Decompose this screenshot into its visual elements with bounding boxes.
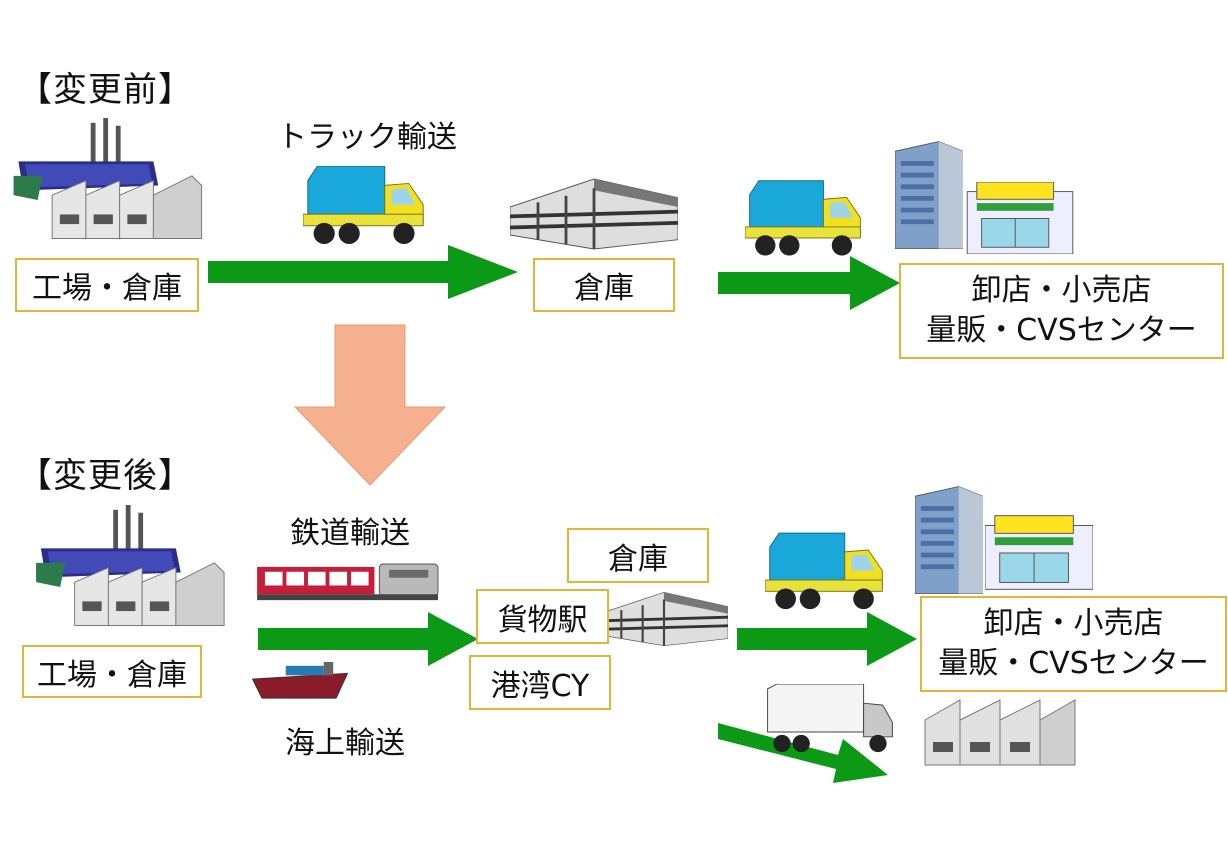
trailer-truck-icon	[765, 684, 895, 756]
office-building-icon	[895, 140, 963, 250]
destination-line-1: 卸店・小売店	[971, 273, 1152, 308]
after-warehouse-box: 倉庫	[567, 528, 709, 583]
after-heading: 【変更後】	[18, 456, 193, 496]
factory-icon	[10, 118, 210, 253]
flow-arrow	[208, 245, 518, 299]
change-arrow-down	[293, 324, 447, 486]
freight-station-box: 貨物駅	[476, 589, 609, 644]
port-box: 港湾CY	[469, 655, 611, 710]
flow-arrow-diagonal	[718, 723, 888, 783]
after-destination-box: 卸店・小売店 量販・CVSセンター	[920, 596, 1227, 692]
before-warehouse-box: 倉庫	[533, 258, 675, 312]
truck-icon	[303, 166, 428, 248]
rail-label: 鉄道輸送	[290, 516, 410, 551]
ship-icon	[252, 662, 348, 700]
office-building-icon	[915, 485, 983, 595]
before-heading: 【変更前】	[18, 70, 193, 110]
before-destination-box: 卸店・小売店 量販・CVSセンター	[899, 263, 1224, 359]
flow-arrow	[737, 612, 917, 666]
convenience-store-icon	[985, 515, 1093, 590]
flow-arrow	[258, 612, 478, 666]
destination-line-2: 量販・CVSセンター	[926, 313, 1197, 348]
destination-line-2: 量販・CVSセンター	[938, 646, 1209, 681]
warehouse-icon	[600, 584, 728, 654]
before-transport-label: トラック輸送	[277, 120, 457, 155]
truck-icon	[765, 532, 887, 614]
factory-icon	[924, 699, 1076, 766]
flow-arrow	[718, 256, 900, 310]
train-icon	[255, 562, 445, 606]
factory-icon	[30, 505, 235, 640]
sea-label: 海上輸送	[285, 726, 405, 761]
warehouse-icon	[510, 178, 678, 250]
convenience-store-icon	[965, 182, 1075, 254]
after-origin-box: 工場・倉庫	[22, 645, 202, 698]
truck-icon	[745, 180, 865, 260]
before-origin-box: 工場・倉庫	[15, 258, 199, 312]
destination-line-1: 卸店・小売店	[983, 606, 1164, 641]
